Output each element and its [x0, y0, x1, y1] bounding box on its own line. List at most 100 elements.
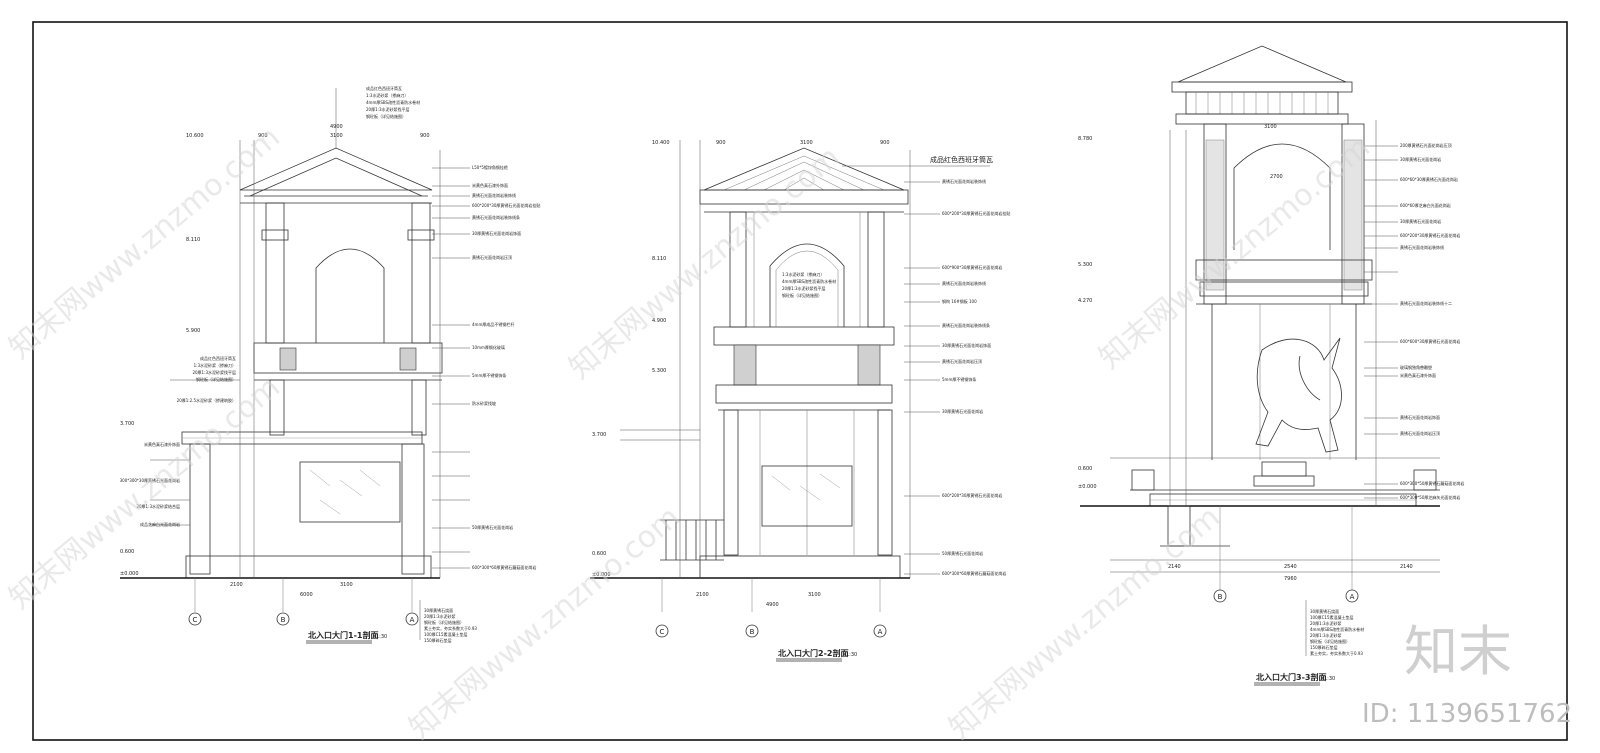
- sec1-elev-1: 10.600: [186, 133, 204, 139]
- sec2-arch: [769, 243, 845, 327]
- sec3-axis-a: A: [1350, 593, 1355, 601]
- sec3-dim-bot-4: 7960: [1284, 576, 1297, 582]
- sec2-dim-top-1: 900: [716, 140, 726, 146]
- sec1-note-8: 4mm厚成品不锈钢栏杆: [472, 321, 514, 327]
- sec1-note-5: 黄锈石光面花岗岩装饰线条: [472, 214, 520, 220]
- sec3-bot-note-7: 150厚碎石垫层: [1310, 644, 1338, 650]
- sec1-dim-top-2: 900: [258, 133, 268, 139]
- sec3-note-13: 黄锈石光面花岗岩压顶: [1400, 430, 1440, 436]
- sec1-bot-note-4: 素土夯实，夯实系数大于0.93: [424, 625, 477, 631]
- sec2-note-4: 黄锈石光面花岗岩装饰线: [942, 280, 986, 286]
- brand-id: ID: 1139651762: [1362, 699, 1572, 729]
- sec1-elev-4: 3.700: [120, 421, 134, 427]
- sec3-elev-5: ±0.000: [1078, 484, 1097, 490]
- sec1-axes: C B A: [188, 612, 419, 626]
- sheet-frame: [32, 21, 1568, 741]
- sec3-dim-top-1: 3100: [1264, 124, 1277, 130]
- sec1-left-note-9: 20厚1:3水泥砂浆结合层: [136, 503, 180, 509]
- sec1-left-note-2: 1:3水泥砂浆（掺麻刀）: [194, 362, 236, 368]
- sec1-note-3: 黄锈石光面花岗岩装饰线: [472, 192, 516, 198]
- watermarks: 知末网www.znzmo.com 知末网www.znzmo.com 知末网www…: [3, 120, 1377, 746]
- sec1-note-2: 米黄色真石漆外饰面: [472, 182, 508, 188]
- sec3-axes: B A: [1213, 589, 1359, 603]
- sec1-note-11: 防水砂浆找坡: [472, 400, 496, 406]
- sec1-axis-a: A: [410, 616, 415, 624]
- sec1-roof: [239, 147, 433, 191]
- sec3-bot-note-8: 素土夯实，夯实系数大于0.93: [1310, 650, 1363, 656]
- sec2-dim-bot-2: 3100: [808, 592, 821, 598]
- sec2-title: 北入口大门2-2剖面: [778, 648, 848, 658]
- sec3-note-5: 30厚黄锈石光面花岗岩: [1400, 218, 1441, 224]
- sec1-top-note-5: 钢砼板（详见结施图）: [366, 113, 406, 119]
- sec2-note-2: 600*200*30厚黄锈石光面花岗岩挂贴: [942, 210, 1010, 216]
- sec1-bot-note-5: 100厚C15素混凝土垫层: [424, 631, 468, 637]
- sec3-elev-4: 0.600: [1078, 466, 1092, 472]
- sec2-elev-1: 10.400: [652, 140, 670, 146]
- brand-logo: 知末: [1404, 620, 1512, 683]
- sec1-top-note-2: 1:3水泥砂浆（掺麻刀）: [366, 92, 408, 98]
- sec3-roof: [1177, 45, 1347, 83]
- sec1-dim-top-4: 900: [420, 133, 430, 139]
- sec1-top-note-3: 4mm厚SBS改性沥青防水卷材: [366, 99, 420, 105]
- sec3-bot-note-5: 20厚1:3水泥砂浆: [1310, 632, 1342, 638]
- watermark-2: 知末网www.znzmo.com: [3, 370, 287, 616]
- sec3-dim-bot-2: 2540: [1284, 564, 1297, 570]
- sec3-note-12: 黄锈石光面花岗岩饰面: [1400, 414, 1440, 420]
- sec2-glass-panel: [761, 465, 853, 527]
- sec3-note-3: 600*60*30厚黄锈石光面花岗岩: [1400, 176, 1458, 182]
- sec3-note-14: 600*300*50厚黄锈石蘑菇面花岗岩: [1400, 480, 1464, 486]
- sec1-left-note-6: 米黄色真石漆外饰面: [144, 441, 180, 447]
- sec1-dim-bot-3: 6000: [300, 592, 313, 598]
- sec2-note-13: 600*300*60厚黄锈石蘑菇面花岗岩: [942, 570, 1006, 576]
- watermark-5: 知末网www.znzmo.com: [1093, 130, 1377, 376]
- sec1-left-note-8: 成品芝麻白光面花岗岩: [140, 521, 180, 527]
- watermark-6: 知末网www.znzmo.com: [943, 500, 1227, 746]
- sec1-note-12: 50厚黄锈石光面花岗岩: [472, 524, 513, 530]
- sec2-balustrade: [660, 519, 724, 561]
- sec1-bot-note-6: 150厚碎石垫层: [424, 637, 452, 643]
- watermark-3: 知末网www.znzmo.com: [563, 140, 847, 386]
- sec2-note-12: 50厚黄锈石光面花岗岩: [942, 550, 983, 556]
- sec2-axis-c: C: [660, 628, 665, 636]
- sec3-note-4: 600*60厚芝麻白光面花岗岩: [1400, 202, 1451, 208]
- sec3-bot-note-4: 4mm厚SBS改性沥青防水卷材: [1310, 626, 1364, 632]
- sec2-inner-note-4: 钢砼板（详见结施图）: [782, 292, 822, 298]
- sec3-note-9: 600*600*30厚黄锈石光面花岗岩: [1400, 338, 1460, 344]
- sec3-note-6: 600*200*30厚黄锈石光面花岗岩: [1400, 232, 1460, 238]
- sec2-dim-top-2: 3100: [800, 140, 813, 146]
- sec3-axis-b: B: [1218, 593, 1223, 601]
- sec1-bot-note-1: 30厚黄锈石烧面: [424, 607, 453, 613]
- sec3-note-15: 600*300*50厚芝麻灰光面花岗岩: [1400, 494, 1460, 500]
- sec1-dim-top-3: 3100: [330, 133, 343, 139]
- sec3-bot-note-3: 20厚1:3水泥砂浆: [1310, 620, 1342, 626]
- sec1-elev-2: 8.110: [186, 237, 200, 243]
- sec1-note-10: 5mm厚不锈钢饰条: [472, 372, 506, 378]
- sec1-glass-panel: [299, 461, 401, 523]
- sec3-note-10: 玻璃钢独角兽雕塑: [1400, 364, 1432, 370]
- sec3-dim-bot-1: 2140: [1168, 564, 1181, 570]
- sec1-bot-note-2: 20厚1:3水泥砂浆: [424, 613, 456, 619]
- sec2-elev-6: 0.600: [592, 551, 606, 557]
- sec1-top-note-1: 成品红色西班牙筒瓦: [366, 85, 402, 91]
- sec3-note-1: 200厚黄锈石光面花岗岩压顶: [1400, 142, 1452, 148]
- sec2-axes: C B A: [655, 624, 887, 638]
- sec3-dim-top-2: 2700: [1270, 174, 1283, 180]
- sec2-elev-4: 5.300: [652, 368, 666, 374]
- sec2-note-6: 黄锈石光面花岗岩装饰线条: [942, 322, 990, 328]
- watermark-1: 知末网www.znzmo.com: [3, 120, 287, 366]
- section-2-2: 10.400 8.110 4.900 5.300 3.700 0.600 ±0.…: [590, 140, 1010, 662]
- sec2-note-1: 黄锈石光面花岗岩装饰线: [942, 178, 986, 184]
- sec2-note-8: 黄锈石光面花岗岩压顶: [942, 358, 982, 364]
- sec3-note-8: 黄锈石光面花岗岩装饰线十二: [1400, 300, 1452, 306]
- sec3-elev-1: 8.780: [1078, 136, 1092, 142]
- sec2-axis-a: A: [878, 628, 883, 636]
- sec1-elev-3: 5.900: [186, 328, 200, 334]
- sec2-inner-note-2: 4mm厚SBS改性沥青防水卷材: [782, 278, 836, 284]
- sec2-axis-b: B: [750, 628, 755, 636]
- sec1-note-9: 10mm厚钢化玻璃: [472, 344, 505, 350]
- sec3-note-11: 米黄色真石漆外饰面: [1400, 372, 1436, 378]
- sec1-axis-b: B: [281, 616, 286, 624]
- sec2-elev-3: 4.900: [652, 318, 666, 324]
- sec2-dim-bot-1: 2100: [696, 592, 709, 598]
- sec2-dim-top-3: 900: [880, 140, 890, 146]
